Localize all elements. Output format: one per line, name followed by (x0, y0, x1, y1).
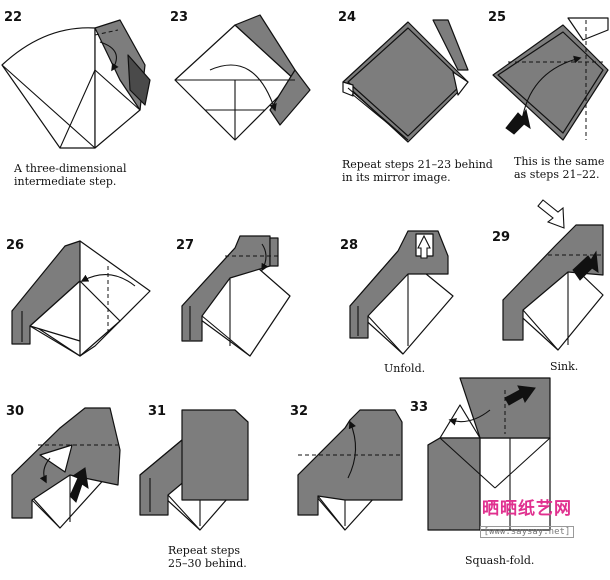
step-32-figure (297, 409, 403, 531)
step-24: 24 Repeat steps 21–23 behind in its mirr… (338, 10, 493, 190)
step-32: 32 (290, 400, 410, 560)
step-24-figure (342, 19, 469, 143)
step-28-caption: Unfold. (384, 362, 426, 375)
step-number: 23 (170, 10, 189, 25)
step-22: 22 A three-dimensional intermediate step… (0, 10, 170, 190)
step-29: 29 Sink. (488, 199, 610, 380)
step-23-figure (174, 14, 311, 141)
step-25-caption: This is the same as steps 21–22. (514, 155, 605, 181)
step-26: 26 (0, 226, 170, 376)
step-33: 33 Squash-fold. (410, 370, 610, 580)
step-30: 30 (0, 400, 140, 560)
step-31-caption: Repeat steps 25–30 behind. (168, 544, 247, 570)
step-number: 27 (176, 238, 195, 253)
step-22-caption: A three-dimensional intermediate step. (14, 162, 127, 188)
step-number: 22 (4, 10, 23, 25)
step-number: 26 (6, 238, 25, 253)
step-number: 31 (148, 404, 167, 419)
step-29-caption: Sink. (550, 360, 579, 373)
watermark-url: [www.saysay.net] (479, 526, 575, 538)
step-number: 33 (410, 400, 429, 415)
step-23: 23 (170, 10, 330, 160)
step-24-caption: Repeat steps 21–23 behind in its mirror … (342, 158, 493, 184)
step-number: 24 (338, 10, 357, 25)
step-29-figure (502, 199, 604, 351)
step-28: 28 Unfold. (338, 226, 488, 386)
step-33-figure (427, 377, 551, 531)
step-number: 25 (488, 10, 507, 25)
step-27-figure (181, 235, 291, 357)
watermark: 晒晒纸艺网 [www.saysay.net] (452, 494, 602, 538)
step-31-figure (139, 409, 249, 531)
step-30-figure (11, 407, 121, 529)
step-33-caption: Squash-fold. (465, 554, 535, 567)
step-number: 28 (340, 238, 359, 253)
step-25: 25 This is the same as steps 21–22. (488, 10, 610, 190)
step-31: 31 Repeat steps 25–30 behind. (139, 400, 280, 580)
step-number: 32 (290, 404, 309, 419)
step-25-figure (492, 17, 609, 141)
step-number: 29 (492, 230, 511, 245)
step-27: 27 (170, 226, 330, 376)
watermark-chinese: 晒晒纸艺网 (482, 499, 572, 519)
step-28-figure (349, 230, 454, 355)
step-number: 30 (6, 404, 25, 419)
step-26-figure (11, 240, 151, 357)
step-22-figure (1, 19, 151, 149)
